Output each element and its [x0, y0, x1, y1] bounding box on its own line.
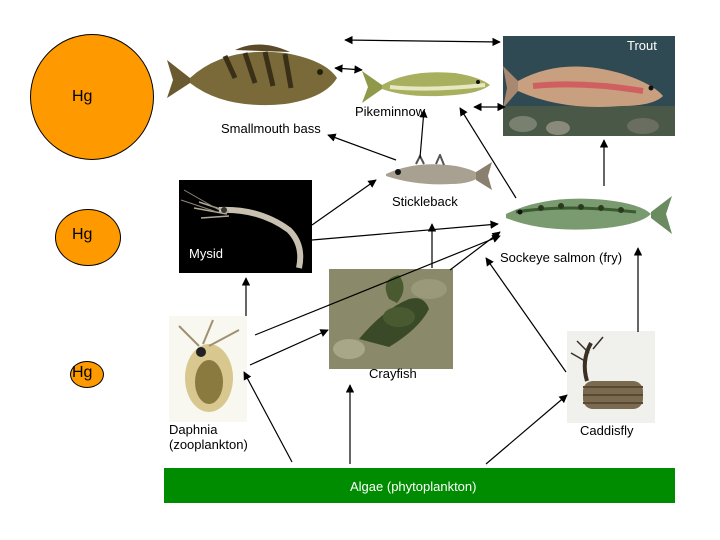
crayfish-photo [329, 269, 453, 369]
hg-label-large: Hg [72, 88, 93, 105]
sockeye-label: Sockeye salmon (fry) [500, 250, 623, 265]
hg-label-small: Hg [72, 364, 93, 381]
daphnia-label-line1: Daphnia [169, 422, 218, 437]
trout-label: Trout [627, 38, 657, 53]
hg-circle-large [30, 34, 154, 160]
hg-circle-medium [55, 209, 121, 266]
caddisfly-label: Caddisfly [580, 423, 634, 438]
bass-photo [165, 38, 343, 118]
arrow-crayfish-sockeye [449, 231, 501, 271]
caddisfly-photo [567, 331, 655, 423]
daphnia-label-line2: (zooplankton) [169, 437, 248, 452]
mysid-label: Mysid [189, 246, 223, 261]
pikeminnow-label: Pikeminnow [355, 104, 426, 119]
arrow-daphnia-crayfish [249, 329, 329, 366]
stickleback-label: Stickleback [392, 194, 458, 209]
algae-bar [164, 468, 675, 503]
daphnia-photo [169, 316, 247, 422]
arrow-bass-trout [344, 35, 501, 47]
algae-label: Algae (phytoplankton) [350, 479, 477, 494]
bass-label: Smallmouth bass [221, 121, 321, 136]
hg-label-medium: Hg [72, 226, 93, 243]
sockeye-photo [496, 184, 674, 244]
trout-photo [503, 36, 675, 136]
hg-circle-small [70, 361, 104, 388]
arrow-mysid-sockeye [311, 220, 499, 241]
pikeminnow-photo [360, 65, 492, 107]
arrow-mysid-stickleback [311, 179, 377, 226]
crayfish-label: Crayfish [369, 366, 417, 381]
arrow-algae-daphnia [243, 371, 293, 463]
stickleback-photo [376, 154, 494, 194]
arrow-caddisfly-stickleback [485, 257, 567, 373]
arrow-algae-caddisfly [485, 394, 568, 465]
